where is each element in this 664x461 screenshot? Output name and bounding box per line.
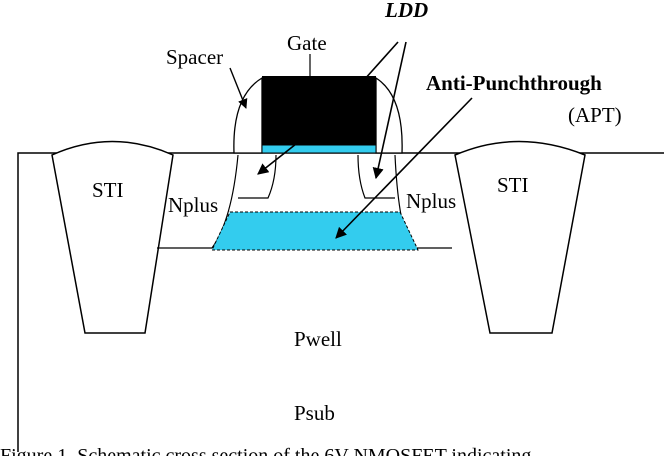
nplus-left-junction xyxy=(157,154,239,249)
apt-label: (APT) xyxy=(568,103,622,127)
nplus-right-label: Nplus xyxy=(406,189,456,213)
sti-right-label: STI xyxy=(497,173,529,197)
ldd-right-junction xyxy=(357,154,395,199)
gate-oxide xyxy=(261,144,377,154)
ldd-label: LDD xyxy=(384,0,428,22)
ldd-arrow-right xyxy=(372,41,407,180)
spacer-left xyxy=(233,76,263,154)
ldd-left-junction xyxy=(238,154,277,199)
sti-left-trench xyxy=(51,140,174,334)
sti-right-trench xyxy=(454,140,586,334)
spacer-label: Spacer xyxy=(166,45,223,69)
spacer-leader-line xyxy=(229,67,248,109)
psub-label: Psub xyxy=(294,401,335,425)
nplus-left-label: Nplus xyxy=(168,193,218,217)
apt-arrow xyxy=(335,97,473,239)
ldd-arrow-left xyxy=(257,143,297,175)
apt-implant-region xyxy=(211,211,419,251)
ldd-arrow-gate xyxy=(363,41,399,81)
gate-label: Gate xyxy=(287,31,327,55)
sti-left-label: STI xyxy=(92,178,124,202)
pwell-label: Pwell xyxy=(294,327,342,351)
figure-caption: Figure 1. Schematic cross section of the… xyxy=(0,445,531,456)
substrate-outline xyxy=(17,152,664,452)
anti-punchthrough-label: Anti-Punchthrough xyxy=(426,71,602,95)
gate-electrode xyxy=(262,76,376,145)
